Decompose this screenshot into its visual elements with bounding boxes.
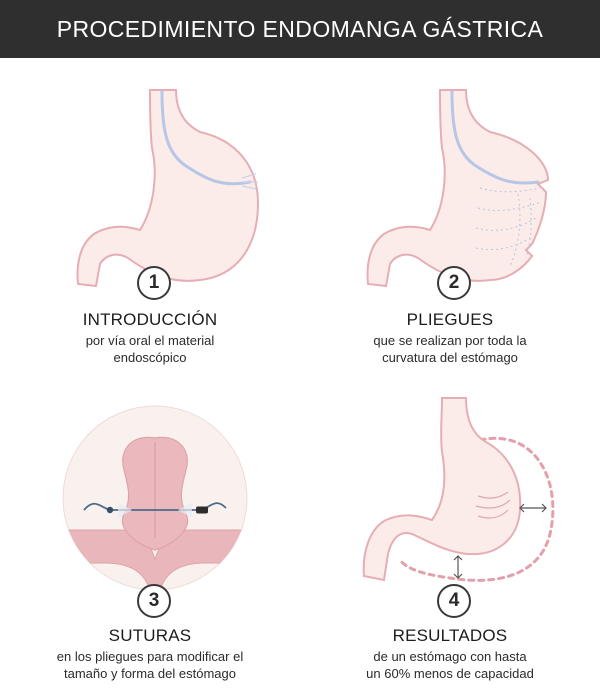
- step-number: 1: [148, 272, 160, 293]
- step-desc-line2: endoscópico: [113, 350, 187, 365]
- step-title: SUTURAS: [108, 626, 192, 645]
- stomach-illustration-intro: [76, 89, 260, 288]
- arrow-vertical: [453, 555, 463, 579]
- step-desc-line2: un 60% menos de capacidad: [366, 666, 534, 681]
- suture-thread: [83, 502, 227, 511]
- step-panel-2: 2 PLIEGUES que se realizan por toda la c…: [300, 58, 600, 378]
- endoscope-tube: [160, 90, 252, 186]
- step-desc-line1: en los pliegues para modificar el: [56, 649, 244, 664]
- step-desc-line2: tamaño y forma del estómago: [64, 666, 236, 681]
- step-panel-3: 3 SUTURAS en los pliegues para modificar…: [0, 378, 300, 695]
- stomach-body: [76, 89, 260, 288]
- step-caption: SUTURAS en los pliegues para modificar e…: [0, 626, 300, 682]
- suture-marks: [475, 491, 511, 519]
- header-bar: PROCEDIMIENTO ENDOMANGA GÁSTRICA: [0, 0, 600, 58]
- page-title: PROCEDIMIENTO ENDOMANGA GÁSTRICA: [56, 15, 544, 42]
- step-title: PLIEGUES: [406, 310, 494, 329]
- step-number: 4: [448, 590, 460, 611]
- stomach-body-reduced: [362, 397, 522, 582]
- step-title: INTRODUCCIÓN: [82, 310, 218, 329]
- step-number-badge: 4: [437, 584, 471, 618]
- step-desc-line1: de un estómago con hasta: [373, 649, 527, 664]
- step-caption: RESULTADOS de un estómago con hasta un 6…: [300, 626, 600, 682]
- stomach-illustration-folds: [366, 89, 550, 288]
- suture-anchor-left: [106, 506, 114, 514]
- reduced-stomach-illustration: [362, 397, 555, 582]
- step-number-badge: 3: [137, 584, 171, 618]
- original-outline-dashed: [398, 436, 555, 582]
- suture-anchor-right: [196, 506, 208, 514]
- endoscope-tip: [241, 173, 258, 190]
- step-desc-line1: que se realizan por toda la: [373, 333, 527, 348]
- step-caption: INTRODUCCIÓN por vía oral el material en…: [0, 310, 300, 366]
- step-number-badge: 1: [137, 266, 171, 300]
- fold-lines: [475, 187, 543, 267]
- suture-illustration: [62, 405, 248, 591]
- step-title: RESULTADOS: [392, 626, 508, 645]
- step-desc-line1: por vía oral el material: [85, 333, 215, 348]
- step-number: 2: [448, 272, 460, 293]
- step-number: 3: [148, 590, 160, 611]
- arrow-horizontal: [519, 503, 547, 513]
- step-caption: PLIEGUES que se realizan por toda la cur…: [300, 310, 600, 366]
- stomach-body: [366, 89, 550, 288]
- step-panel-1: 1 INTRODUCCIÓN por vía oral el material …: [0, 58, 300, 378]
- step-panel-4: 4 RESULTADOS de un estómago con hasta un…: [300, 378, 600, 695]
- step-desc-line2: curvatura del estómago: [382, 350, 518, 365]
- endoscope-tube: [450, 90, 540, 185]
- step-number-badge: 2: [437, 266, 471, 300]
